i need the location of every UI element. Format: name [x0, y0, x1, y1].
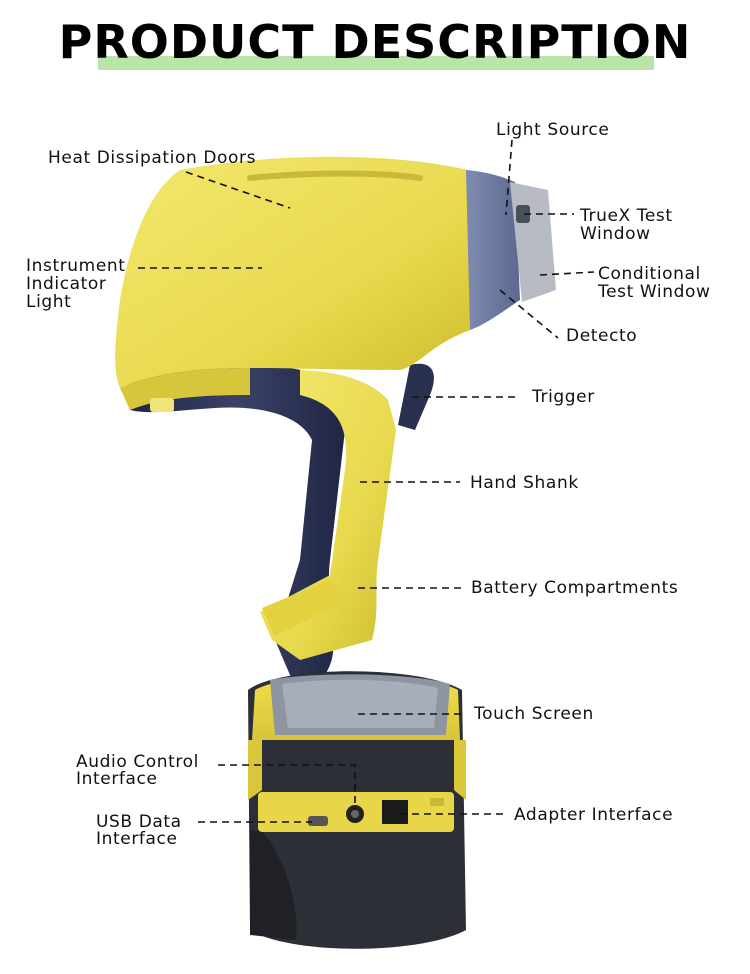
- device-head: [466, 170, 556, 330]
- indicator-light-icon: [150, 398, 174, 412]
- label-adapter-interface: Adapter Interface: [514, 805, 674, 825]
- label-usb-data-interface: USB Data Interface: [96, 812, 182, 849]
- usb-port-icon: [308, 816, 328, 826]
- label-heat-dissipation-doors: Heat Dissipation Doors: [48, 148, 257, 168]
- label-hand-shank: Hand Shank: [470, 473, 579, 493]
- page-title: PRODUCT DESCRIPTION: [58, 15, 692, 69]
- device-base: [248, 671, 466, 949]
- label-detecto: Detecto: [566, 326, 638, 346]
- label-truex-test-window: TrueX Test Window: [580, 206, 673, 244]
- leader-lines: [138, 139, 595, 823]
- adapter-port-icon: [382, 800, 408, 824]
- label-trigger: Trigger: [532, 387, 595, 407]
- test-window-icon: [516, 205, 530, 223]
- label-battery-compartments: Battery Compartments: [471, 578, 679, 598]
- title-highlight: [98, 56, 654, 70]
- label-light-source: Light Source: [496, 120, 610, 140]
- label-audio-control-interface: Audio Control Interface: [76, 752, 199, 789]
- label-touch-screen: Touch Screen: [474, 704, 594, 724]
- label-conditional-test-window: Conditional Test Window: [598, 264, 711, 302]
- label-instrument-indicator-light: Instrument Indicator Light: [26, 256, 126, 312]
